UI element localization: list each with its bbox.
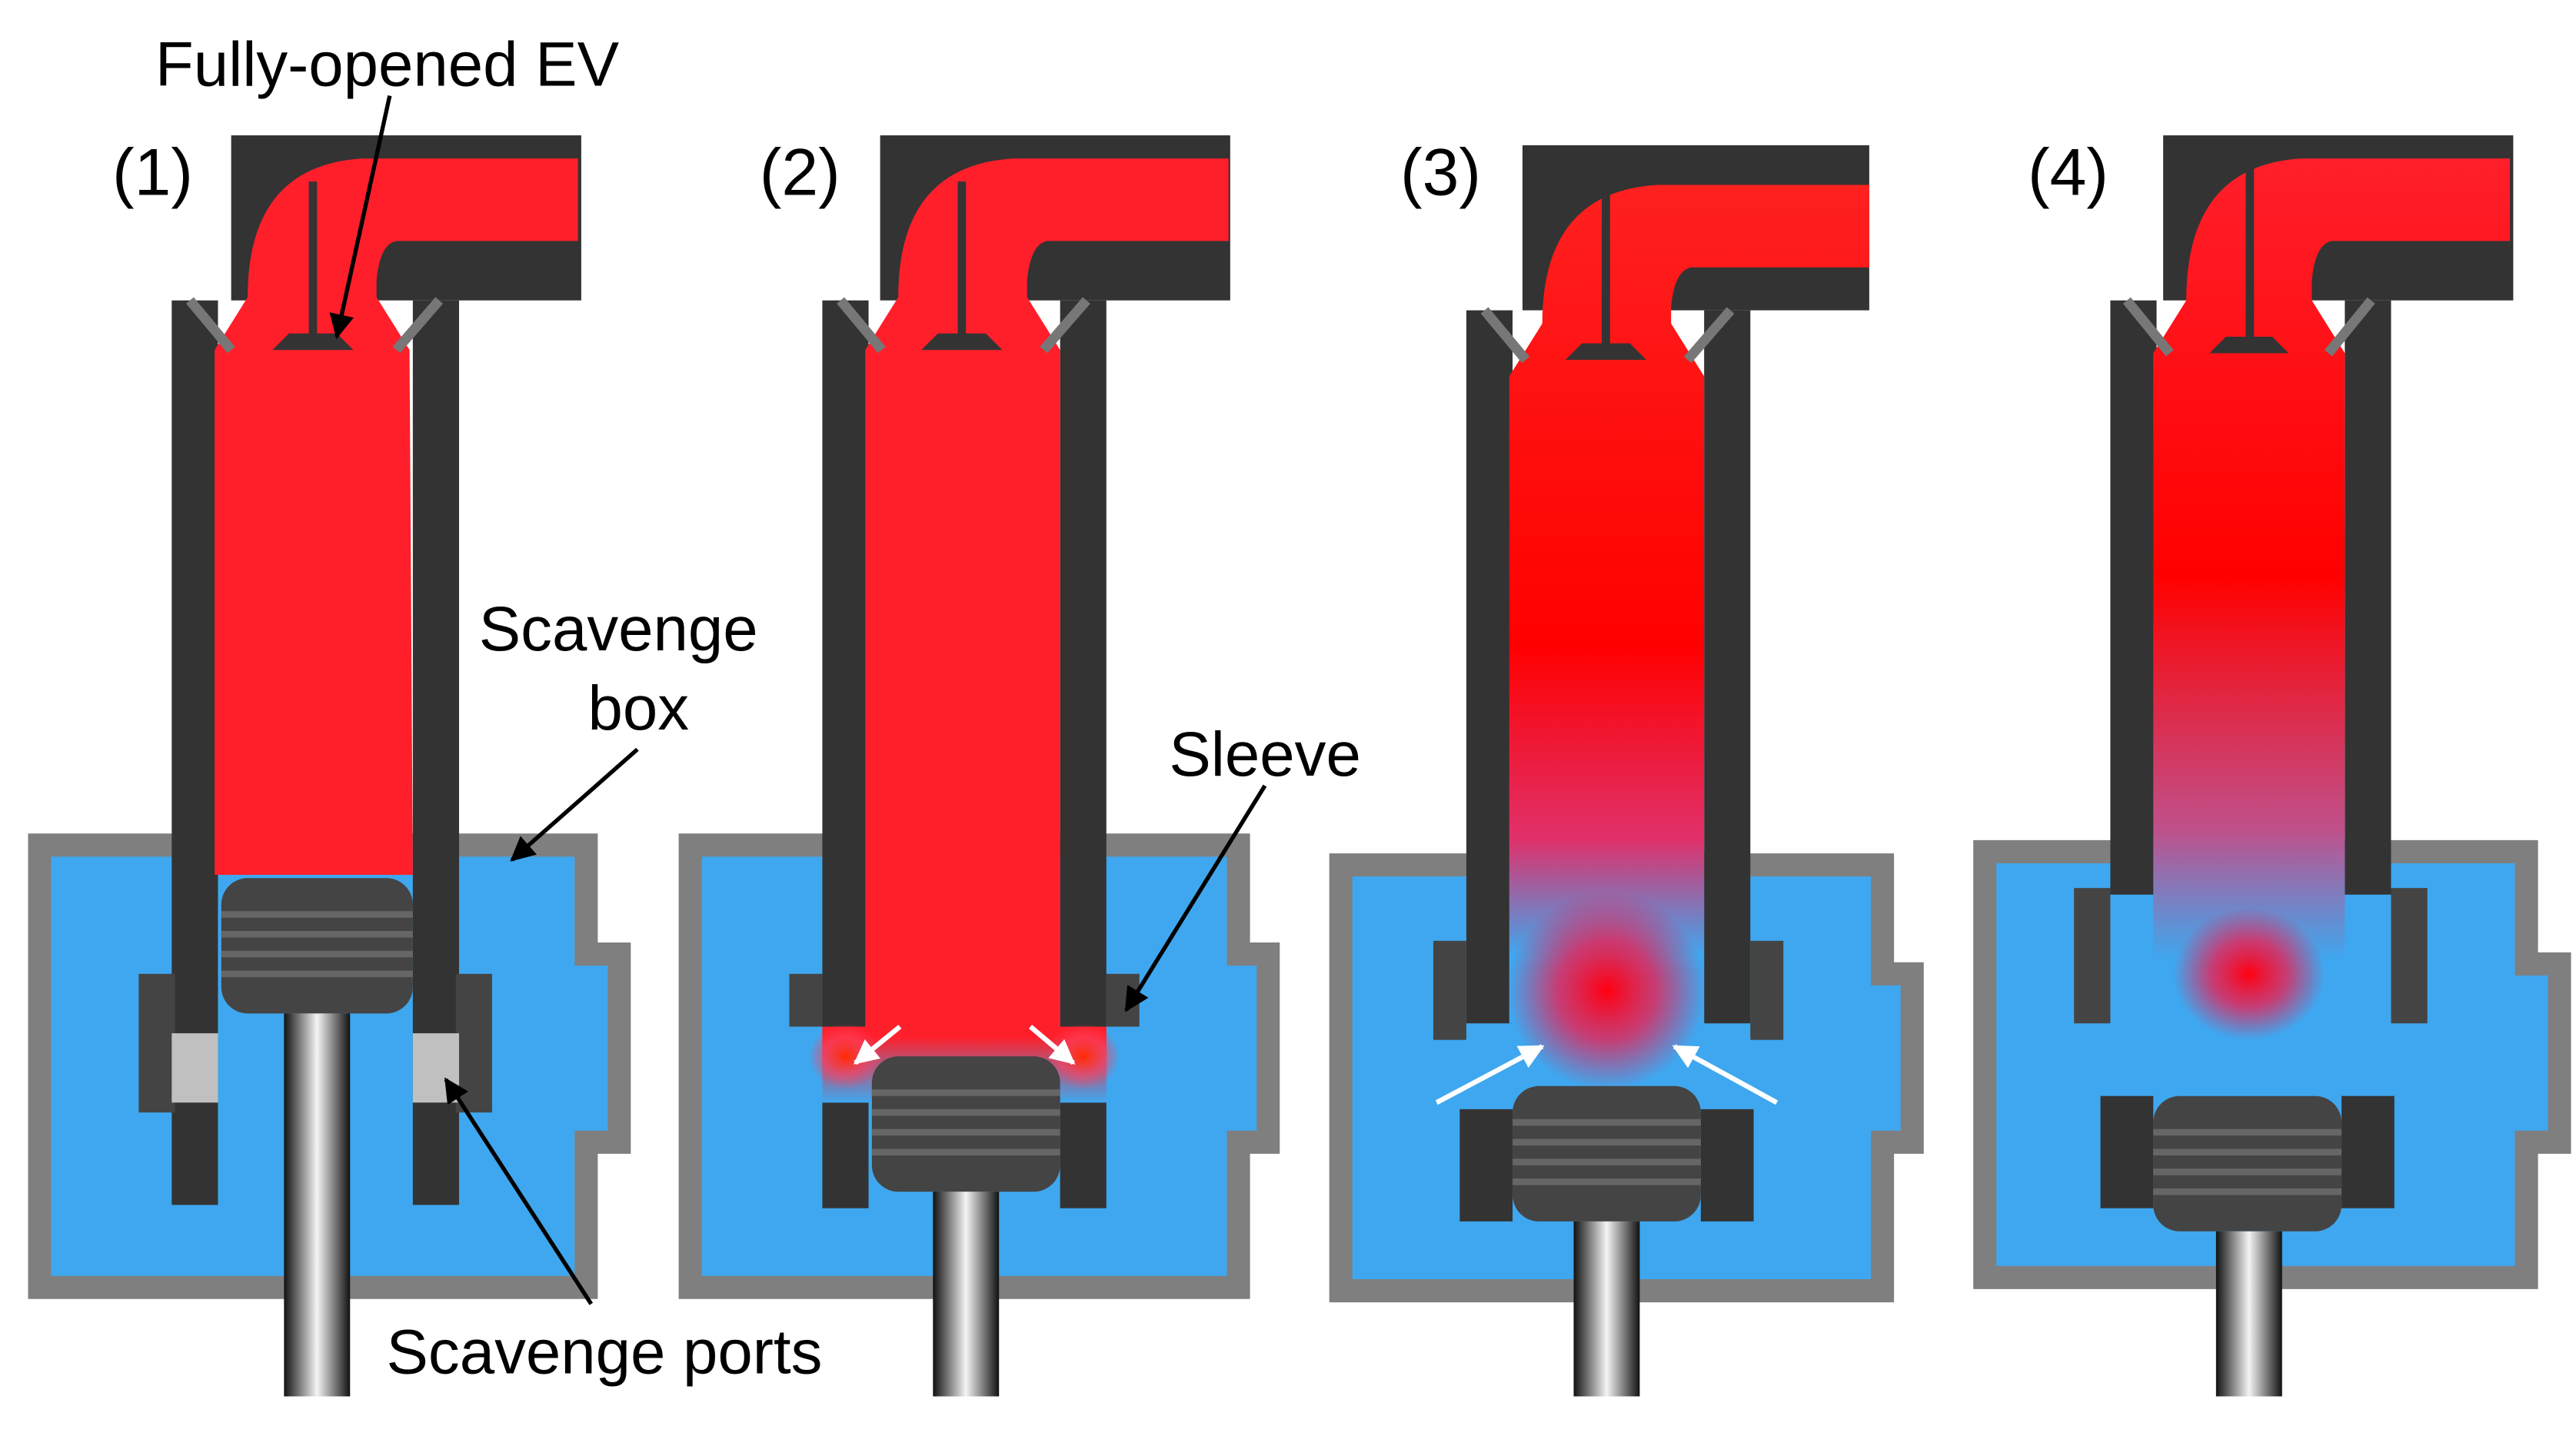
- flow-arrow-left: [1435, 1044, 1545, 1105]
- exhaust-gas: [822, 158, 1229, 1103]
- cylinder-right-wall: [2345, 300, 2391, 895]
- stage-4: (4): [1973, 135, 2571, 1397]
- stage-2: (2): [678, 135, 1280, 1397]
- piston-rod-icon: [1573, 1221, 1640, 1397]
- flow-arrow-left: [853, 1025, 902, 1065]
- stage-1: (1): [28, 135, 631, 1397]
- label-scavenge-box-line2: box: [587, 673, 689, 743]
- exhaust-valve-icon: [2122, 165, 2375, 357]
- exhaust-gas: [2153, 158, 2511, 1090]
- sleeve-left: [138, 973, 175, 1113]
- label-fully-opened-ev: Fully-opened EV: [155, 30, 620, 100]
- label-sleeve: Sleeve: [1169, 720, 1360, 789]
- exhaust-valve-icon: [1480, 191, 1735, 364]
- stage-label-4: (4): [2028, 135, 2108, 209]
- sleeve-right-lower: [1060, 1102, 1107, 1208]
- piston-icon: [2153, 1095, 2342, 1232]
- flow-arrow-right: [1672, 1044, 1779, 1105]
- cylinder-left-wall: [1466, 310, 1513, 1024]
- stage-3: (3): [1329, 135, 1924, 1397]
- sleeve-right: [1750, 940, 1784, 1040]
- arrow-scavenge-box: [510, 747, 639, 862]
- sleeve-left: [2074, 888, 2111, 1024]
- arrow-fully-opened-ev: [329, 95, 392, 340]
- piston-icon: [871, 1056, 1060, 1192]
- piston-rod-icon: [933, 1192, 1000, 1397]
- label-scavenge-box-line1: Scavenge: [479, 594, 758, 664]
- label-scavenge-box-2: box: [587, 673, 689, 743]
- port-glow-left: [809, 1023, 882, 1090]
- exhaust-valve-icon: [837, 181, 1090, 354]
- label-scavenge-box: Scavenge: [479, 594, 758, 664]
- stage-label-3: (3): [1400, 135, 1481, 209]
- mixing-core: [1507, 891, 1706, 1090]
- cylinder-right-wall: [1060, 300, 1107, 1027]
- sleeve-left-lower: [2100, 1095, 2154, 1208]
- sleeve-right: [2391, 888, 2428, 1024]
- cylinder-left-wall: [822, 300, 869, 1027]
- cylinder-right-wall: [1704, 310, 1751, 1024]
- piston-icon: [221, 878, 413, 1014]
- label-scavenge-ports: Scavenge ports: [387, 1317, 823, 1387]
- sleeve-left: [1433, 940, 1466, 1040]
- sleeve-right-lower: [1700, 1109, 1754, 1222]
- sleeve-right-lower: [2341, 1095, 2395, 1208]
- scavenge-port-left: [171, 1033, 218, 1103]
- arrow-scavenge-ports: [444, 1077, 594, 1305]
- mixing-core: [2173, 907, 2325, 1040]
- stage-label-2: (2): [760, 135, 840, 209]
- sleeve-left: [789, 973, 823, 1027]
- sleeve-left-lower: [1459, 1109, 1513, 1222]
- sleeve-left-lower: [822, 1102, 869, 1208]
- arrow-sleeve: [1124, 784, 1267, 1012]
- stage-label-1: (1): [112, 135, 193, 209]
- sleeve-right: [455, 973, 492, 1113]
- annotations: Fully-opened EV Scavenge box Sleeve Scav…: [155, 30, 1361, 1388]
- flow-arrow-right: [1028, 1025, 1076, 1065]
- piston-rod-icon: [284, 1013, 351, 1397]
- exhaust-gas: [1509, 184, 1869, 1024]
- piston-icon: [1513, 1085, 1701, 1222]
- cylinder-left-wall: [2110, 300, 2157, 895]
- piston-rod-icon: [2215, 1231, 2282, 1397]
